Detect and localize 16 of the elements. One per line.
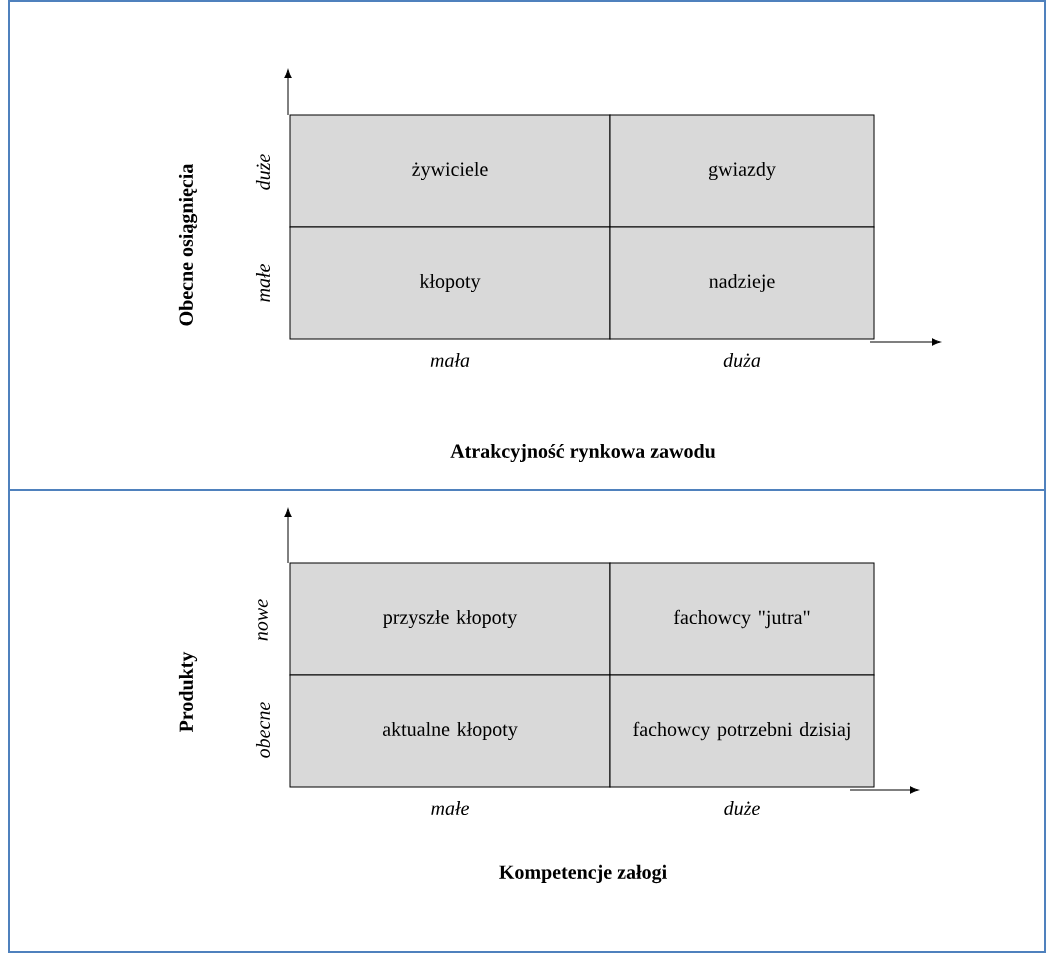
quadrant-cell: fachowcy potrzebni dzisiaj: [609, 674, 875, 788]
axis-category-label: obecne: [255, 702, 271, 758]
quadrant-cell: nadzieje: [609, 226, 875, 340]
axis-category-label: duże: [255, 154, 271, 190]
quadrant-cell: gwiazdy: [609, 114, 875, 228]
axis-category-label: małe: [255, 264, 271, 302]
quadrant-cell: kłopoty: [289, 226, 611, 340]
axis-title: Produkty: [178, 651, 198, 733]
quadrant-cell: fachowcy "jutra": [609, 562, 875, 676]
axis-title: Atrakcyjność rynkowa zawodu: [450, 443, 716, 463]
axis-title: Kompetencje załogi: [499, 864, 667, 884]
quadrant-cell: żywiciele: [289, 114, 611, 228]
axis-title: Obecne osiągnięcia: [178, 163, 198, 326]
quadrant-cell: przyszłe kłopoty: [289, 562, 611, 676]
axis-category-label: nowe: [258, 599, 268, 641]
quadrant-cell: aktualne kłopoty: [289, 674, 611, 788]
